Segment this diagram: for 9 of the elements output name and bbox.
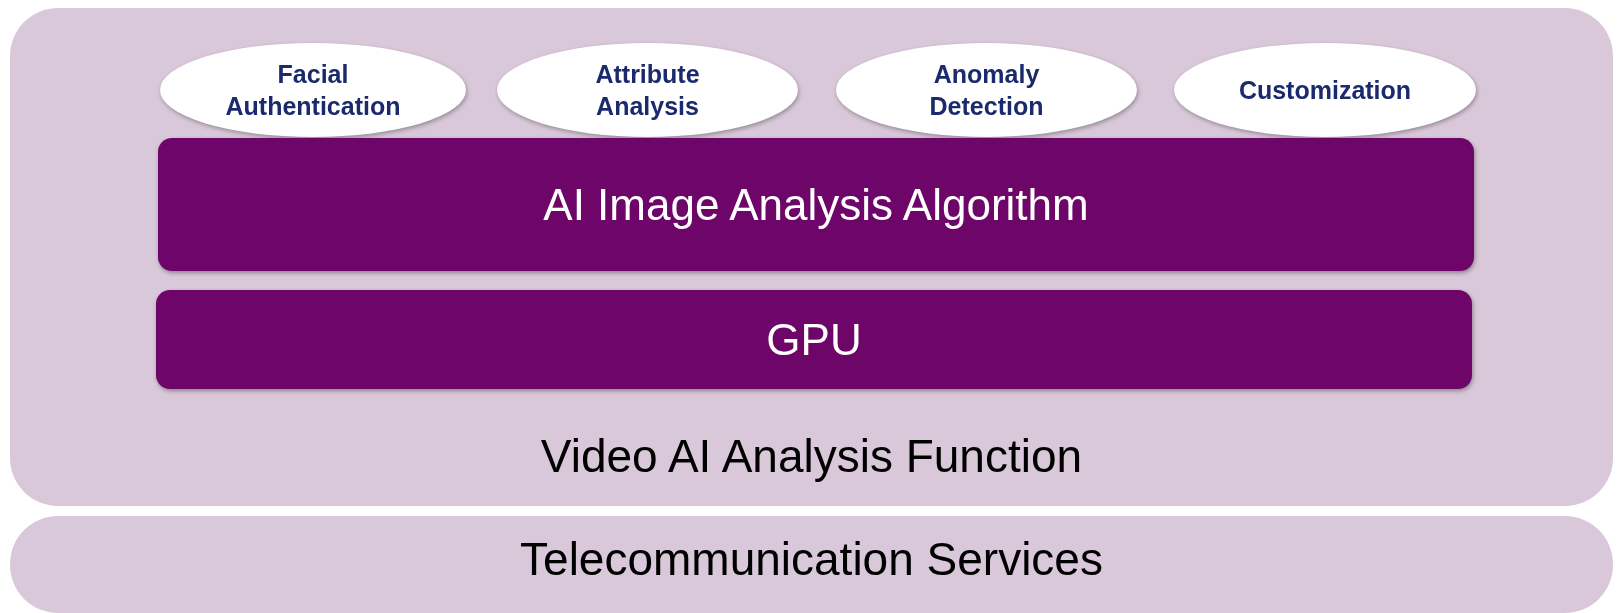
ellipse: Attribute Analysis <box>497 43 798 137</box>
layer-bar: AI Image Analysis Algorithm <box>158 138 1474 271</box>
layer-bar: GPU <box>156 290 1472 389</box>
ellipse: Facial Authentication <box>160 43 466 137</box>
ellipse: Customization <box>1174 43 1476 137</box>
ellipse: Anomaly Detection <box>836 43 1137 137</box>
layer-title: Telecommunication Services <box>519 532 1104 586</box>
panel <box>10 8 1613 506</box>
layer-title: Video AI Analysis Function <box>539 429 1084 483</box>
